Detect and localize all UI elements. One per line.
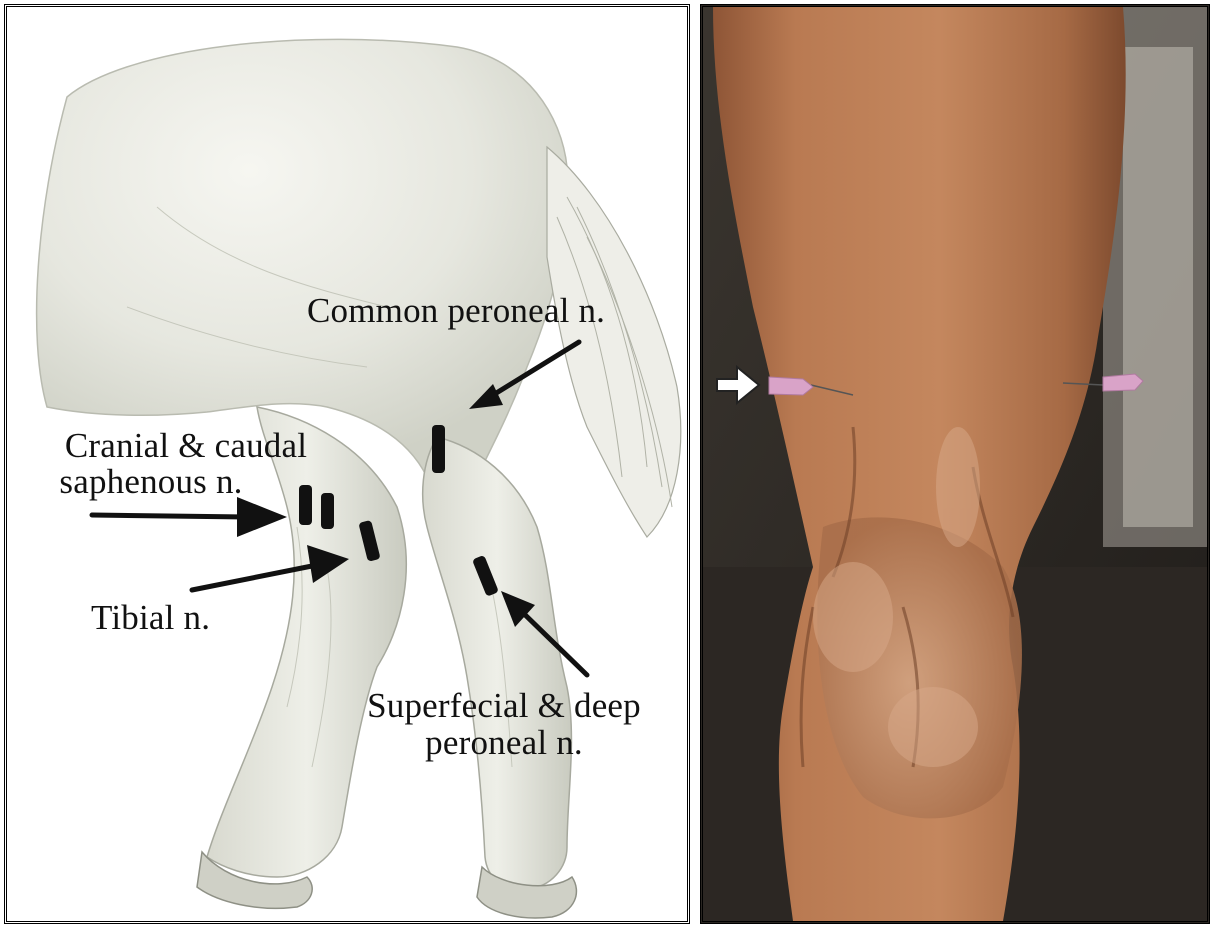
caudal-saphenous-site-marker (321, 493, 334, 529)
label-saphenous-line2: saphenous n. (21, 463, 281, 501)
tibial-arrow (192, 565, 317, 590)
label-superficial-line1: Superfecial & deep (329, 687, 679, 725)
saphenous-arrow (92, 515, 247, 517)
horse-limb-photo (703, 7, 1207, 921)
label-common-peroneal: Common peroneal n. (307, 292, 605, 330)
common-peroneal-site-marker (432, 425, 445, 473)
cranial-saphenous-site-marker (299, 485, 312, 525)
tibial-site-marker (358, 520, 380, 562)
superficial-peroneal-arrow (517, 607, 587, 675)
nerve-diagram-panel: Common peroneal n. Cranial & caudal saph… (4, 4, 690, 924)
limb-photo-panel (700, 4, 1210, 924)
label-saphenous-line1: Cranial & caudal (21, 427, 351, 465)
label-tibial: Tibial n. (91, 599, 210, 637)
common-peroneal-arrow (485, 342, 579, 400)
label-superficial-line2: peroneal n. (329, 724, 679, 762)
peroneal-site-marker (472, 555, 499, 597)
